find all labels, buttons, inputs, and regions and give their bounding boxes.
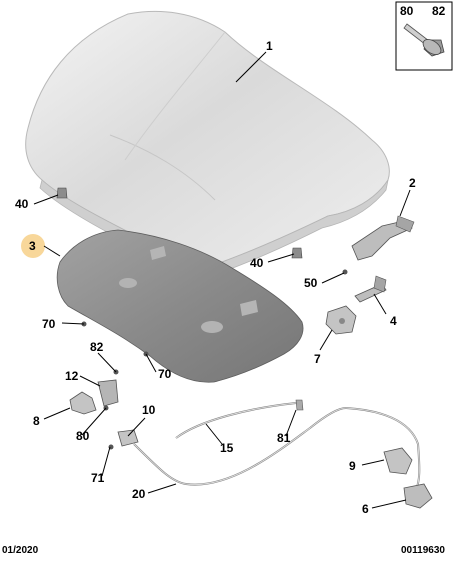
release-cable-20	[133, 407, 421, 491]
hood-lock	[383, 447, 433, 509]
release-handle	[108, 429, 139, 450]
callout-81: 81	[277, 431, 291, 445]
hood-bumper-stop-left	[56, 187, 68, 199]
hood-insulation-pad	[56, 229, 304, 383]
callout-50: 50	[304, 276, 318, 290]
callout-2: 2	[409, 176, 416, 190]
callout-9: 9	[349, 459, 356, 473]
callout-3: 3	[29, 239, 36, 253]
hood-bumper-stop-right	[291, 247, 303, 259]
inset-label-80: 80	[400, 4, 414, 18]
callout-7: 7	[314, 352, 321, 366]
callout-70-right: 70	[158, 367, 172, 381]
footer-date: 01/2020	[2, 545, 39, 556]
callout-10: 10	[142, 403, 156, 417]
callout-20: 20	[132, 487, 146, 501]
callout-71: 71	[91, 471, 105, 485]
footer-reference: 00119630	[401, 545, 445, 556]
callout-6: 6	[362, 502, 369, 516]
callout-labels: 1 2 3 4 6 7 8 9 10 12 15 20 40 40 50 70 …	[15, 39, 416, 516]
callout-4: 4	[390, 314, 397, 328]
fastener-inset	[395, 1, 453, 71]
callout-3-highlight	[21, 234, 45, 258]
hood-striker	[354, 275, 387, 303]
callout-82: 82	[90, 340, 104, 354]
callout-80: 80	[76, 429, 90, 443]
callout-40-right: 40	[250, 256, 264, 270]
hood-panel	[25, 10, 390, 276]
callout-15: 15	[220, 441, 234, 455]
support-bracket	[69, 369, 119, 415]
callout-1: 1	[266, 39, 273, 53]
callout-8: 8	[33, 414, 40, 428]
callout-12: 12	[65, 369, 79, 383]
release-cable-15	[175, 399, 304, 439]
callout-40-left: 40	[15, 197, 29, 211]
hood-safety-catch	[325, 305, 357, 335]
callout-70-left: 70	[42, 317, 56, 331]
hood-hinge	[351, 215, 415, 261]
flange-bolt-icon	[403, 23, 445, 57]
inset-label-82: 82	[432, 4, 446, 18]
leader-lines	[33, 51, 411, 509]
